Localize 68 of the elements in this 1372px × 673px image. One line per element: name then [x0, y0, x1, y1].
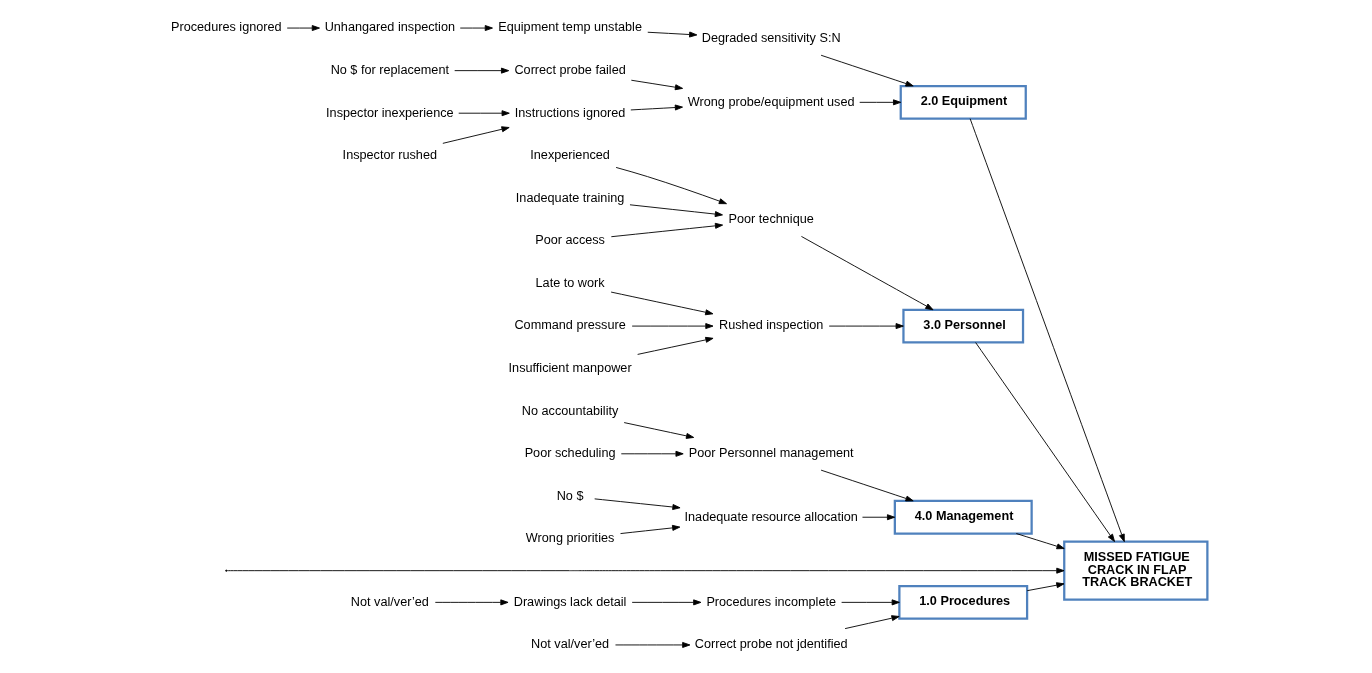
node-text: Inspector inexperience	[325, 105, 454, 120]
arrow	[629, 104, 683, 111]
node-text: Wrong priorities	[525, 531, 614, 546]
node-text: Procedures ignored	[170, 20, 282, 35]
arrow	[226, 567, 1064, 574]
node-text: Command pressure	[513, 318, 626, 333]
arrow	[631, 599, 701, 606]
node-text: Instructions ignored	[514, 105, 625, 120]
arrow	[820, 54, 914, 87]
node-text: Poor scheduling	[524, 446, 616, 461]
node-box: 2.0 Equipment	[899, 84, 1027, 120]
arrow	[844, 615, 900, 630]
arrow	[1015, 533, 1065, 550]
arrow	[631, 323, 713, 330]
arrow	[858, 99, 901, 106]
arrow	[969, 118, 1125, 543]
node-box: 3.0 Personnel	[901, 308, 1024, 344]
node-text: Degraded sensitivity S:N	[701, 31, 841, 46]
arrow	[457, 110, 510, 117]
arrow	[1026, 582, 1064, 592]
node-text: Poor access	[534, 233, 605, 248]
node-text: No accountability	[521, 403, 618, 418]
arrow	[593, 498, 680, 510]
arrow	[620, 450, 684, 457]
node-text: Poor technique	[728, 212, 814, 227]
node-text: No $	[556, 488, 583, 503]
node-text: Correct probe failed	[513, 62, 626, 77]
node-text: Poor Personnel management	[688, 446, 854, 461]
arrow	[610, 291, 713, 316]
node-text: Drawings lack detail	[513, 594, 626, 609]
arrow	[441, 126, 510, 144]
arrow	[286, 25, 320, 32]
node-text: Inspector rushed	[342, 148, 437, 163]
node-text: No $ for replacement	[330, 62, 449, 77]
node-box: 4.0 Management	[893, 499, 1033, 535]
node-box: MISSED FATIGUE CRACK IN FLAP TRACK BRACKET	[1062, 540, 1208, 601]
node-text: Wrong probe/equipment used	[687, 94, 855, 109]
node-text: Not val/ver’ed	[350, 594, 429, 609]
node-text: Equipment temp unstable	[497, 20, 642, 35]
arrow	[630, 79, 683, 91]
node-text: Procedures incomplete	[705, 594, 836, 609]
arrow	[453, 67, 509, 74]
arrow	[619, 524, 680, 534]
arrow	[623, 422, 694, 439]
arrow	[800, 235, 933, 311]
arrow	[615, 167, 727, 205]
arrow	[861, 514, 895, 521]
node-text: Late to work	[535, 275, 605, 290]
node-box: 1.0 Procedures	[897, 584, 1028, 620]
arrow	[646, 31, 697, 38]
node-text: Inadequate resource allocation	[684, 509, 858, 524]
node-text: Not val/ver’ed	[530, 637, 609, 652]
arrow	[610, 222, 723, 238]
arrow	[828, 323, 904, 330]
arrow	[820, 469, 914, 502]
arrow	[614, 641, 690, 648]
arrow	[629, 204, 723, 218]
node-text: Rushed inspection	[718, 318, 823, 333]
arrow	[459, 25, 493, 32]
node-text: Insufficient manpower	[508, 361, 632, 376]
node-text: Inexperienced	[529, 148, 610, 163]
arrow	[636, 336, 713, 355]
arrow	[434, 599, 508, 606]
node-text: Unhangared inspection	[324, 20, 455, 35]
node-text: Correct probe not jdentified	[694, 637, 848, 652]
arrow	[974, 342, 1115, 542]
node-text: Inadequate training	[515, 190, 624, 205]
arrow	[840, 599, 900, 606]
